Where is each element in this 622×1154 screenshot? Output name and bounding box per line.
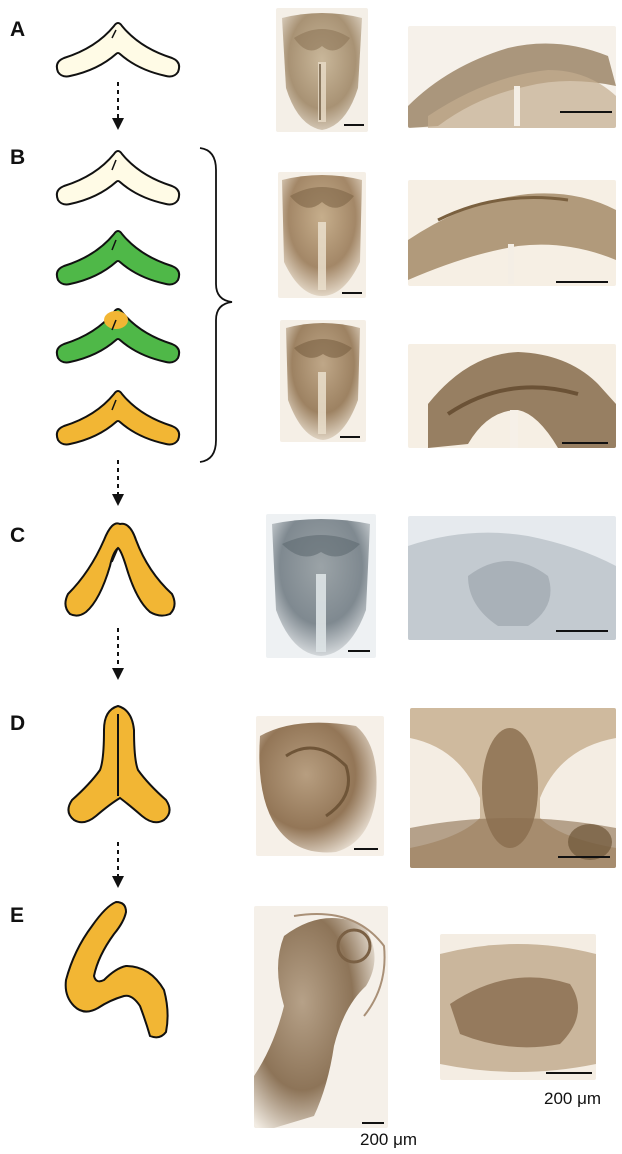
micrograph-a-whole [276, 8, 368, 132]
shape-b4-orange [57, 391, 179, 445]
dotted-down-arrow-icon [112, 842, 124, 888]
right-curly-brace-icon [200, 148, 232, 462]
micrograph-c-whole [266, 514, 376, 658]
shape-e-orange [66, 902, 168, 1037]
shape-c-orange [65, 523, 174, 615]
dotted-down-arrow-icon [112, 82, 124, 130]
micrograph-b1-detail [408, 180, 616, 286]
micrograph-d-whole [256, 716, 384, 856]
micrograph-e-whole [254, 906, 388, 1128]
micrograph-b1-whole [278, 172, 366, 298]
micrograph-e-detail [440, 934, 596, 1080]
shape-b3-green-orange [57, 309, 179, 363]
schematic-diagram [0, 0, 240, 1154]
micrograph-c-detail [408, 516, 616, 640]
micrograph-b2-whole [280, 320, 366, 442]
micrograph-b2-detail [408, 344, 616, 448]
micrograph-a-detail [408, 26, 616, 128]
scale-label-right: 200 μm [544, 1089, 601, 1109]
shape-b1-cream [57, 151, 179, 205]
micrograph-d-detail [410, 708, 616, 868]
dotted-down-arrow-icon [112, 628, 124, 680]
shape-a-cream [57, 23, 179, 77]
scale-label-middle: 200 μm [360, 1130, 417, 1150]
dotted-down-arrow-icon [112, 460, 124, 506]
shape-b2-green [57, 231, 179, 285]
shape-d-orange [68, 706, 169, 822]
